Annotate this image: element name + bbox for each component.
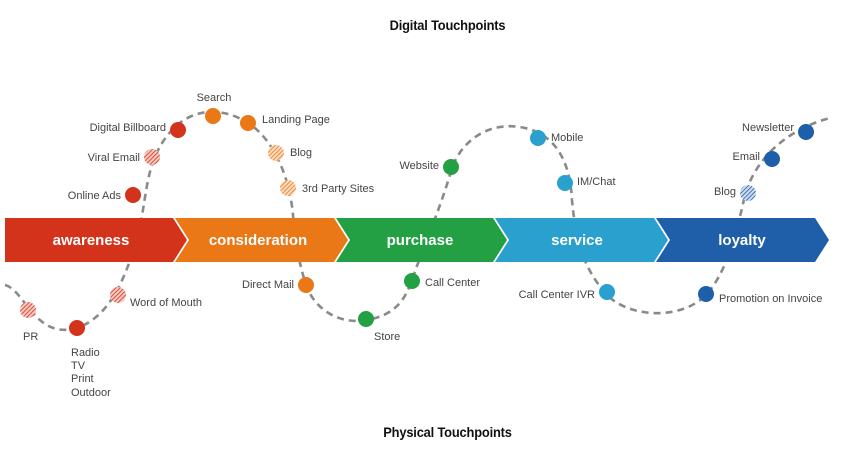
touchpoint-print-label: Print [71, 373, 94, 385]
stage-bar: awareness consideration purchase service… [5, 218, 829, 262]
touchpoint-store-label: Store [374, 331, 400, 343]
touchpoint-radio-label: Radio [71, 347, 100, 359]
stage-consideration-arrow [175, 218, 348, 262]
touchpoint-mobile-label: Mobile [551, 132, 583, 144]
touchpoint-call-center-label: Call Center [425, 277, 480, 289]
touchpoint-online-ads-dot [125, 187, 141, 203]
touchpoint-online-ads-label: Online Ads [68, 190, 122, 202]
physical-touchpoints-title: Physical Touchpoints [383, 424, 512, 440]
touchpoint-promotion-on-invoice-dot [698, 286, 714, 302]
stage-consideration-label: consideration [209, 232, 307, 249]
touchpoint-direct-mail-dot [298, 277, 314, 293]
digital-touchpoints: Online Ads Viral Email Digital Billboard… [68, 92, 814, 203]
touchpoint-search-dot [205, 108, 221, 124]
touchpoint-newsletter-label: Newsletter [742, 122, 794, 134]
touchpoint-im-chat-dot [557, 175, 573, 191]
stage-purchase-label: purchase [387, 232, 454, 249]
touchpoint-digital-billboard-label: Digital Billboard [90, 122, 166, 134]
touchpoint-website-label: Website [399, 160, 439, 172]
physical-touchpoints: PR Radio TV Print Outdoor Word of Mouth … [20, 273, 822, 399]
touchpoint-loyalty-blog-dot [740, 185, 756, 201]
touchpoint-tv-label: TV [71, 360, 86, 372]
touchpoint-pr-dot [20, 302, 36, 318]
touchpoint-email-dot [764, 151, 780, 167]
touchpoint-3rd-party-sites-dot [280, 180, 296, 196]
touchpoint-3rd-party-sites-label: 3rd Party Sites [302, 183, 375, 195]
touchpoint-direct-mail-label: Direct Mail [242, 279, 294, 291]
stage-loyalty-label: loyalty [718, 232, 766, 249]
stage-service-label: service [551, 232, 603, 249]
touchpoint-loyalty-blog-label: Blog [714, 186, 736, 198]
touchpoint-word-of-mouth-label: Word of Mouth [130, 297, 202, 309]
touchpoint-promotion-on-invoice-label: Promotion on Invoice [719, 293, 822, 305]
touchpoint-email-label: Email [732, 151, 760, 163]
touchpoint-viral-email-label: Viral Email [88, 152, 140, 164]
touchpoint-im-chat-label: IM/Chat [577, 176, 616, 188]
stage-service-arrow [495, 218, 668, 262]
touchpoint-digital-billboard-dot [170, 122, 186, 138]
touchpoint-call-center-ivr-label: Call Center IVR [519, 289, 595, 301]
touchpoint-call-center-dot [404, 273, 420, 289]
touchpoint-word-of-mouth-dot [110, 287, 126, 303]
touchpoint-store-dot [358, 311, 374, 327]
digital-touchpoints-title: Digital Touchpoints [389, 17, 506, 33]
touchpoint-radio-tv-print-outdoor-dot [69, 320, 85, 336]
touchpoint-search-label: Search [197, 92, 232, 104]
touchpoint-blog-dot [268, 145, 284, 161]
stage-loyalty-arrow [656, 218, 829, 262]
stage-awareness-label: awareness [53, 232, 130, 249]
stage-awareness-arrow [5, 218, 187, 262]
touchpoint-call-center-ivr-dot [599, 284, 615, 300]
touchpoint-newsletter-dot [798, 124, 814, 140]
touchpoint-pr-label: PR [23, 331, 38, 343]
touchpoint-blog-label: Blog [290, 147, 312, 159]
touchpoint-website-dot [443, 159, 459, 175]
stage-purchase-arrow [336, 218, 507, 262]
touchpoint-viral-email-dot [144, 149, 160, 165]
touchpoint-mobile-dot [530, 130, 546, 146]
touchpoint-outdoor-label: Outdoor [71, 387, 111, 399]
touchpoint-landing-page-label: Landing Page [262, 114, 330, 126]
touchpoint-landing-page-dot [240, 115, 256, 131]
